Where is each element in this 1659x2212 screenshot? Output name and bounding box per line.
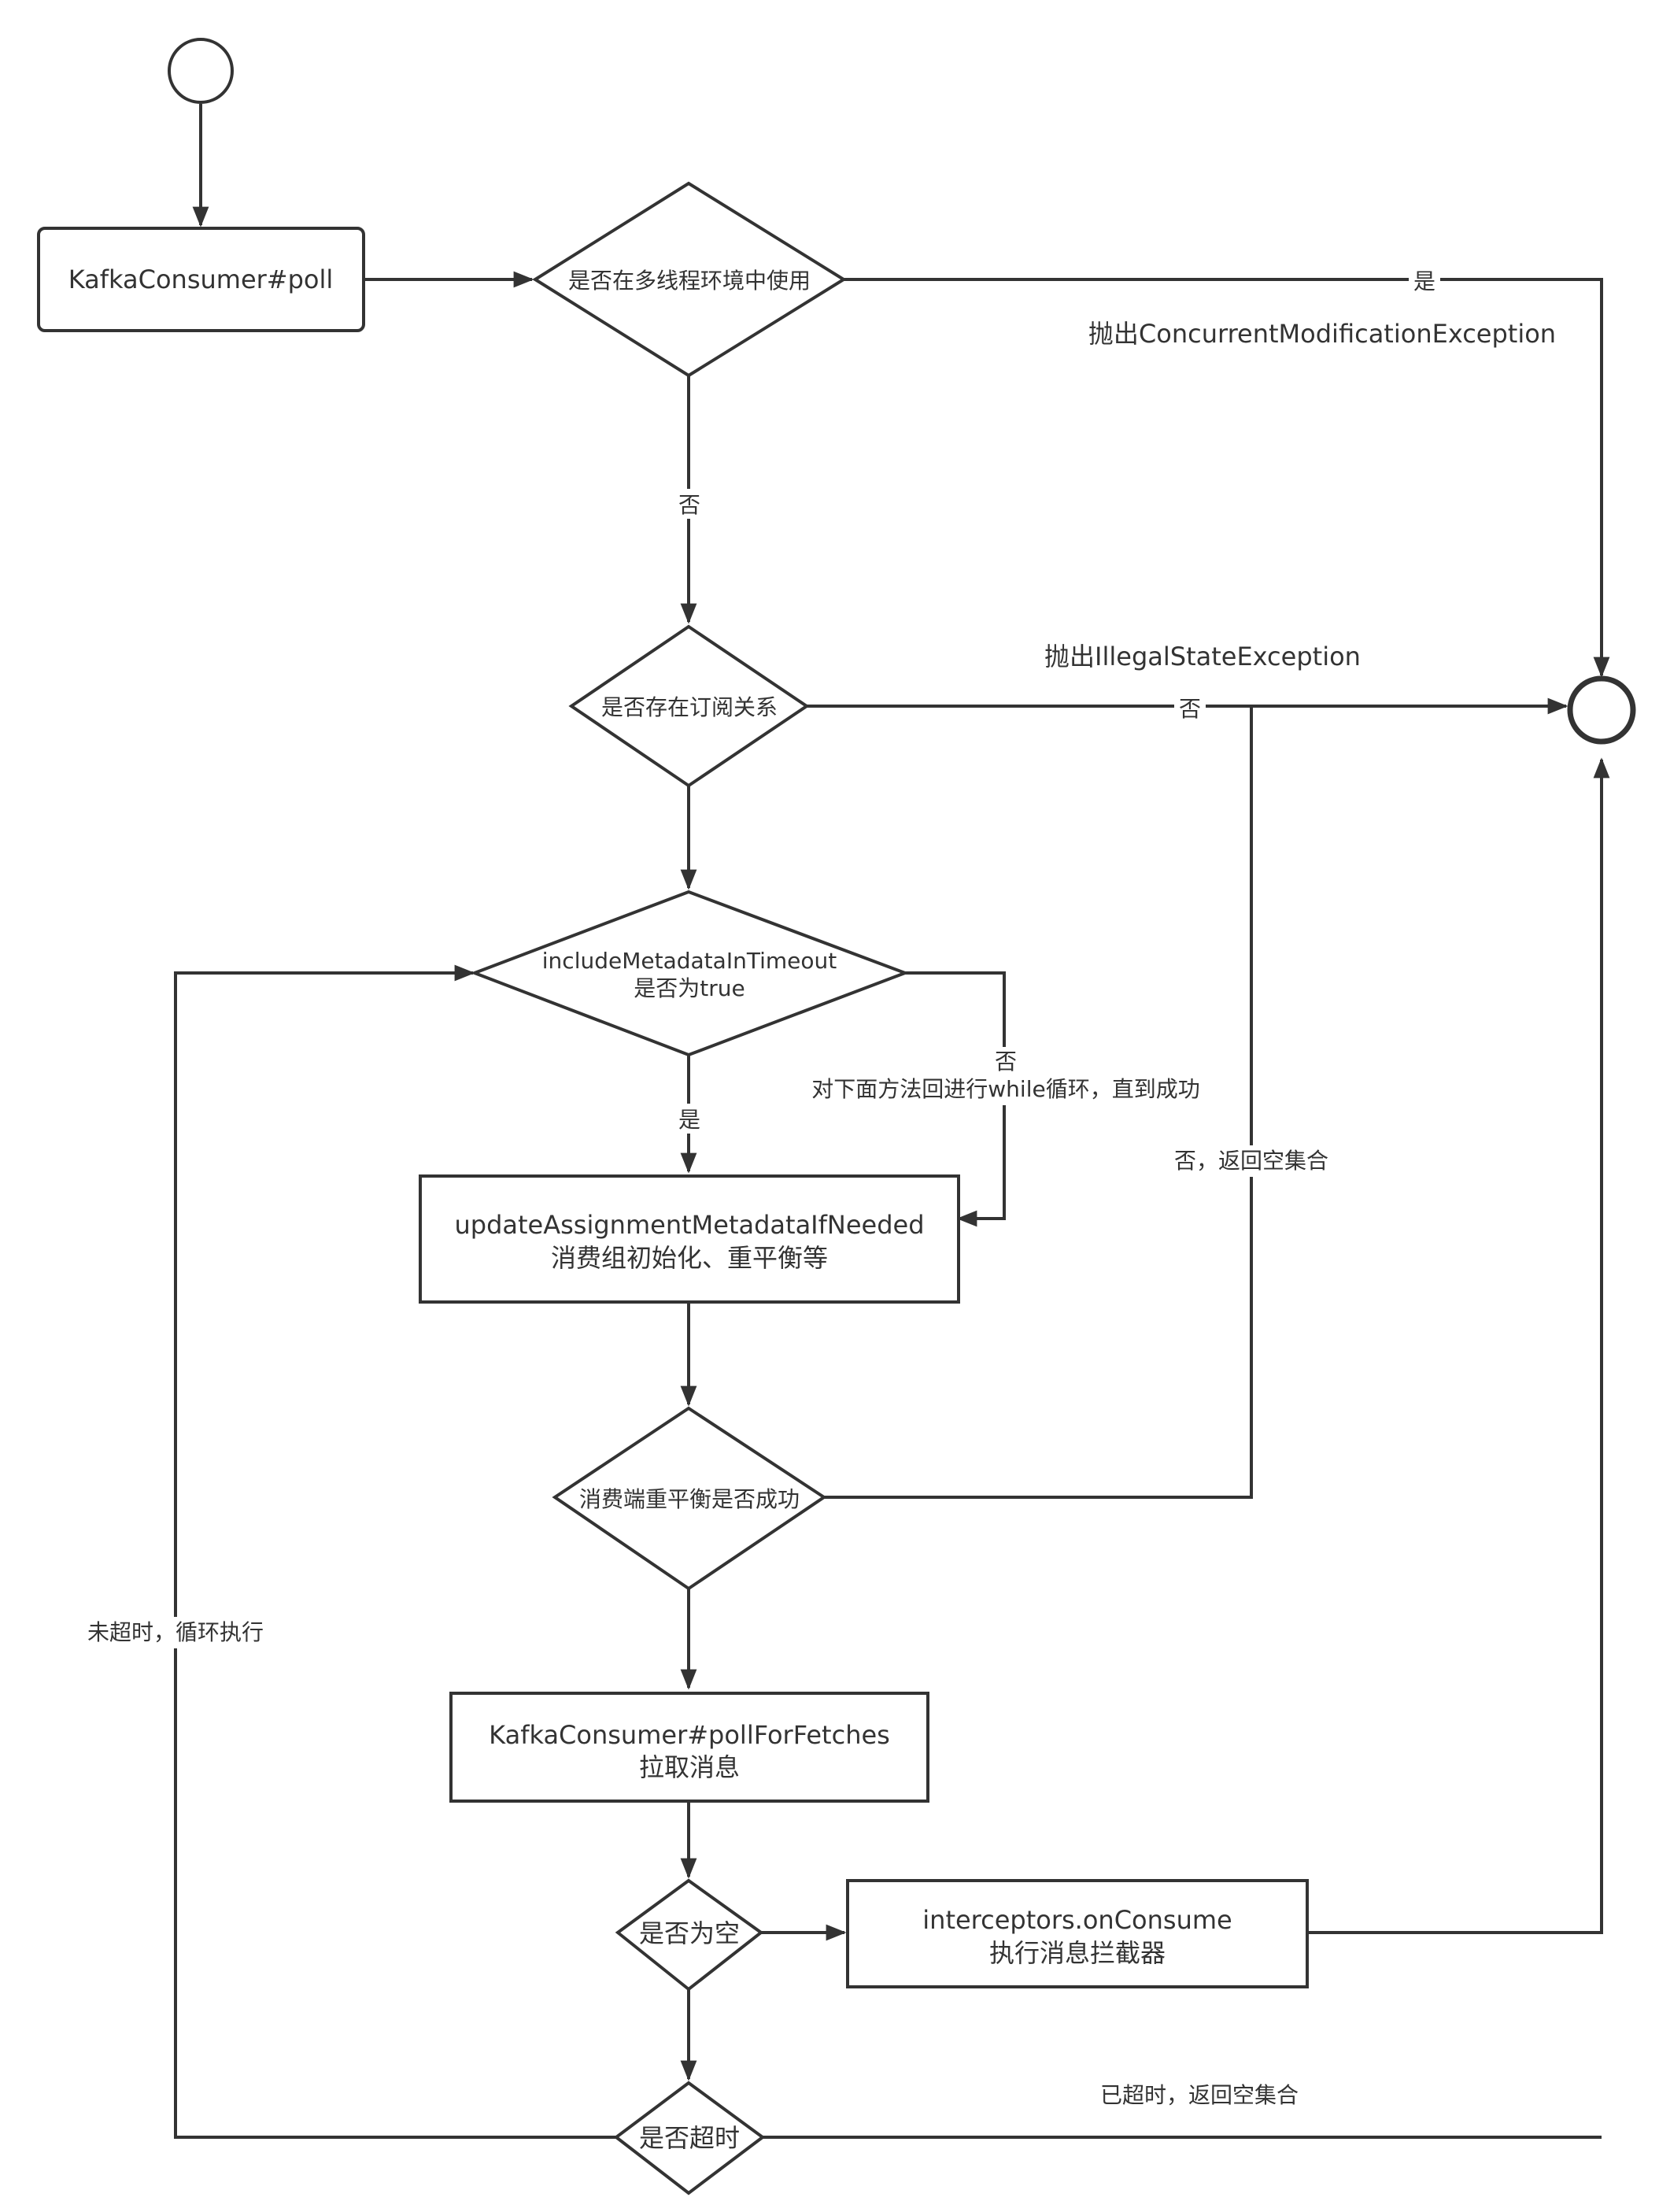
multithread-label: 是否在多线程环境中使用 [568,268,811,294]
subscription-no-note: 抛出IllegalStateException [1044,642,1361,671]
end-node [1567,675,1636,745]
multithread-no-label: 否 [678,492,700,518]
node-labels: KafkaConsumer#poll 是否在多线程环境中使用 是否存在订阅关系 … [68,264,1232,2153]
multithread-yes-note: 抛出ConcurrentModificationException [1088,319,1556,349]
edge-interceptors-to-end [1306,757,1610,1934]
subscription-no-label: 否 [1179,696,1201,722]
subscription-label: 是否存在订阅关系 [601,694,778,720]
poll-node-label: KafkaConsumer#poll [68,264,334,294]
edge-multithread-yes [839,278,1610,678]
is-timeout-decision [613,2081,766,2195]
timeout-return-label: 已超时，返回空集合 [1100,2082,1299,2108]
include-metadata-label-1: includeMetadataInTimeout [542,948,837,974]
multithread-yes-label: 是 [1413,268,1435,294]
edge-timeout-loop [174,964,618,2139]
multithread-decision [532,181,847,378]
poll-for-fetches-node [449,1692,929,1803]
rebalance-decision [552,1406,827,1591]
include-yes-label: 是 [678,1107,700,1133]
update-metadata-label-1: updateAssignmentMetadataIfNeeded [454,1210,924,1240]
is-timeout-label: 是否超时 [639,2123,740,2153]
poll-node [37,227,365,332]
edge-labels: 是 抛出ConcurrentModificationException 否 否 … [85,266,1556,2108]
start-node [168,38,234,104]
is-empty-label: 是否为空 [639,1918,740,1948]
update-metadata-node [419,1174,960,1304]
include-metadata-label-2: 是否为true [634,975,745,1001]
interceptors-node [846,1879,1309,1988]
interceptors-label-1: interceptors.onConsume [922,1905,1232,1935]
edge-rebalance-no [822,706,1253,1499]
poll-for-fetches-label-2: 拉取消息 [639,1752,740,1782]
interceptors-label-2: 执行消息拦截器 [989,1938,1166,1968]
rebalance-label: 消费端重平衡是否成功 [579,1486,800,1512]
include-metadata-decision [470,890,910,1057]
poll-for-fetches-label-1: KafkaConsumer#pollForFetches [489,1720,890,1750]
subscription-decision [568,624,810,788]
rebalance-no-label: 否，返回空集合 [1174,1148,1328,1174]
update-metadata-label-2: 消费组初始化、重平衡等 [551,1243,828,1273]
not-timeout-loop-label: 未超时，循环执行 [87,1619,264,1645]
nodes [37,38,1636,2195]
is-empty-decision [615,1878,764,1992]
include-no-label-1: 否 [995,1049,1017,1075]
edges [174,104,1610,2139]
include-no-label-2: 对下面方法回进行while循环，直到成功 [811,1076,1199,1102]
